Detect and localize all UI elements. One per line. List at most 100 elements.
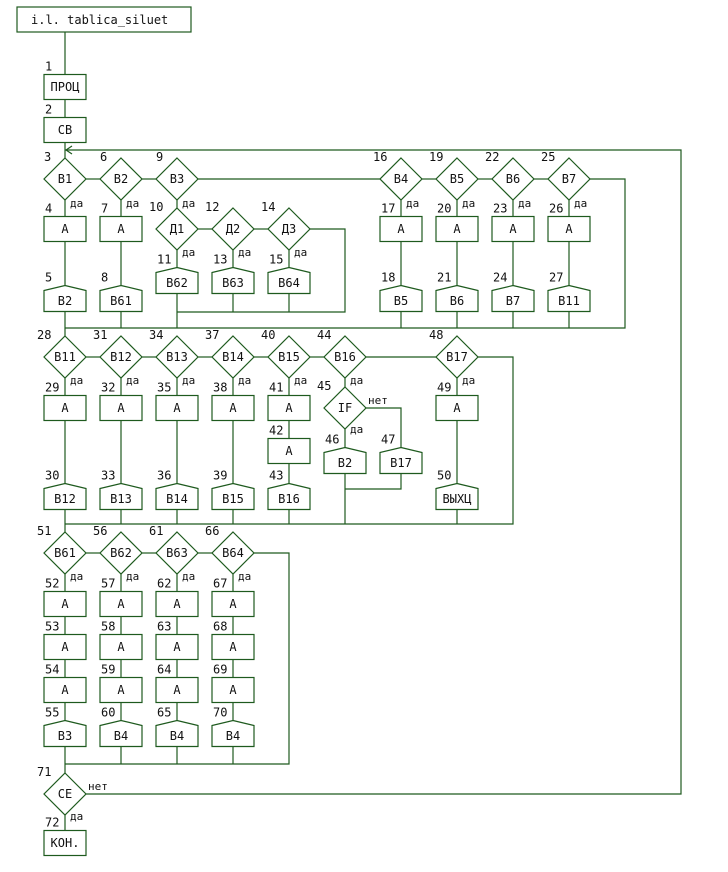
node-process-57[interactable]: А57 bbox=[99, 577, 143, 618]
node-process-20[interactable]: А20 bbox=[435, 202, 479, 243]
process-box bbox=[379, 215, 423, 243]
node-process-63[interactable]: А63 bbox=[155, 620, 199, 661]
process-box bbox=[491, 215, 535, 243]
connector-pentagon bbox=[435, 284, 479, 313]
title-text: i.l. tablica_siluet bbox=[31, 13, 168, 27]
node-label: В1 bbox=[58, 172, 72, 186]
node-process-72[interactable]: КОН.72 bbox=[43, 816, 87, 857]
node-process-69[interactable]: А69 bbox=[211, 663, 255, 704]
node-process-53[interactable]: А53 bbox=[43, 620, 87, 661]
node-process-68[interactable]: А68 bbox=[211, 620, 255, 661]
node-process-32[interactable]: А32 bbox=[99, 381, 143, 422]
yes-label: да bbox=[182, 197, 195, 210]
node-decision-9[interactable]: В39 bbox=[155, 150, 199, 201]
node-process-58[interactable]: А58 bbox=[99, 620, 143, 661]
node-number: 24 bbox=[493, 271, 507, 285]
connector-line bbox=[366, 407, 402, 448]
node-process-26[interactable]: А26 bbox=[547, 202, 591, 243]
node-process-2[interactable]: СВ2 bbox=[43, 103, 87, 144]
node-process-42[interactable]: А42 bbox=[267, 424, 311, 465]
loop-back-line bbox=[65, 149, 682, 795]
node-process-7[interactable]: А7 bbox=[99, 202, 143, 243]
node-number: 13 bbox=[213, 253, 227, 267]
node-number: 4 bbox=[45, 202, 52, 216]
node-process-35[interactable]: А35 bbox=[155, 381, 199, 422]
flowchart-nodes: ПРОЦ1СВ2В13А4В25В26А7В618В39Д110В6211Д21… bbox=[37, 60, 591, 857]
yes-label: да bbox=[294, 374, 307, 387]
node-label: В17 bbox=[390, 456, 412, 470]
node-process-23[interactable]: А23 bbox=[491, 202, 535, 243]
node-process-17[interactable]: А17 bbox=[379, 202, 423, 243]
process-box bbox=[547, 215, 591, 243]
yes-label: да bbox=[238, 246, 251, 259]
node-process-41[interactable]: А41 bbox=[267, 381, 311, 422]
node-process-59[interactable]: А59 bbox=[99, 663, 143, 704]
node-number: 11 bbox=[157, 253, 171, 267]
node-process-4[interactable]: А4 bbox=[43, 202, 87, 243]
node-process-52[interactable]: А52 bbox=[43, 577, 87, 618]
yes-label: да bbox=[518, 197, 531, 210]
node-decision-6[interactable]: В26 bbox=[99, 150, 143, 201]
connector-pentagon bbox=[43, 719, 87, 748]
node-label: Д2 bbox=[226, 222, 240, 236]
node-connector-5[interactable]: В25 bbox=[43, 271, 87, 313]
node-process-64[interactable]: А64 bbox=[155, 663, 199, 704]
node-process-54[interactable]: А54 bbox=[43, 663, 87, 704]
node-process-29[interactable]: А29 bbox=[43, 381, 87, 422]
node-number: 51 bbox=[37, 524, 51, 538]
node-process-62[interactable]: А62 bbox=[155, 577, 199, 618]
decision-diamond bbox=[491, 157, 535, 201]
process-box bbox=[211, 633, 255, 661]
node-process-38[interactable]: А38 bbox=[211, 381, 255, 422]
process-box bbox=[155, 590, 199, 618]
node-process-49[interactable]: А49 bbox=[435, 381, 479, 422]
node-process-67[interactable]: А67 bbox=[211, 577, 255, 618]
node-decision-3[interactable]: В13 bbox=[43, 150, 87, 201]
process-box bbox=[43, 633, 87, 661]
decision-diamond bbox=[211, 335, 255, 379]
decision-diamond bbox=[435, 157, 479, 201]
